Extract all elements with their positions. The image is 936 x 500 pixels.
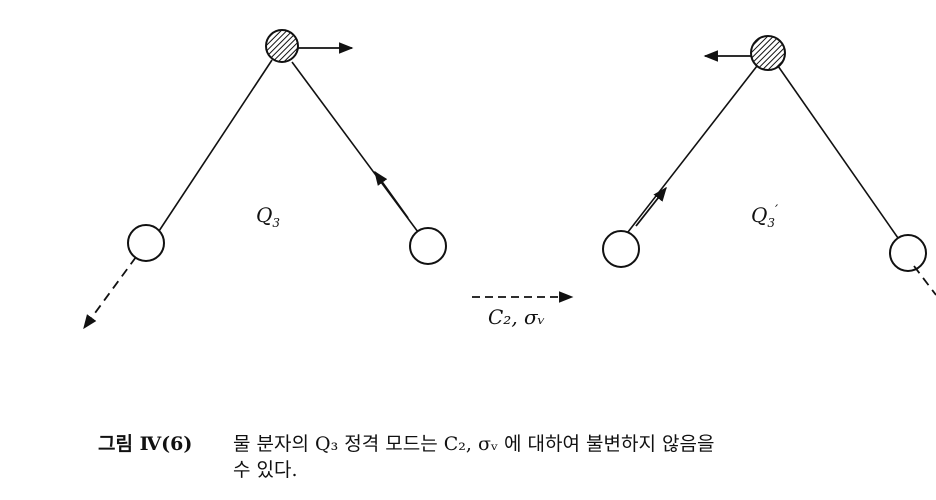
left-mode-label: Q3 [256, 203, 280, 230]
left-hydrogen-atom-2 [409, 227, 447, 265]
right-oxygen-atom [750, 35, 786, 71]
operation-label: C₂, σᵥ [488, 305, 545, 329]
left-molecule: Q3 [83, 29, 447, 330]
left-hydrogen-2-arrow [374, 170, 409, 219]
right-bond-2 [777, 65, 899, 239]
right-hydrogen-atom-1 [602, 230, 640, 268]
left-bond-1 [158, 59, 273, 232]
right-mode-label: Q3′ [751, 203, 779, 230]
figure-caption: 그림 Ⅳ(6) 물 분자의 Q₃ 정격 모드는 C₂, σᵥ 에 대하여 불변하지… [98, 432, 936, 481]
right-hydrogen-atom-2 [889, 234, 927, 272]
right-molecule: Q3′ [602, 35, 936, 296]
caption-label: 그림 Ⅳ(6) [98, 433, 193, 455]
caption-line-2: 수 있다. [233, 459, 298, 481]
left-hydrogen-1-arrow [83, 256, 137, 330]
right-hydrogen-2-arrow [913, 265, 936, 296]
caption-line-1: 물 분자의 Q₃ 정격 모드는 C₂, σᵥ 에 대하여 불변하지 않음을 [233, 433, 715, 455]
left-oxygen-atom [265, 29, 299, 63]
right-bond-1 [627, 65, 758, 233]
operation: C₂, σᵥ [472, 291, 574, 329]
left-hydrogen-atom-1 [127, 224, 165, 262]
right-hydrogen-1-arrow [635, 186, 667, 227]
